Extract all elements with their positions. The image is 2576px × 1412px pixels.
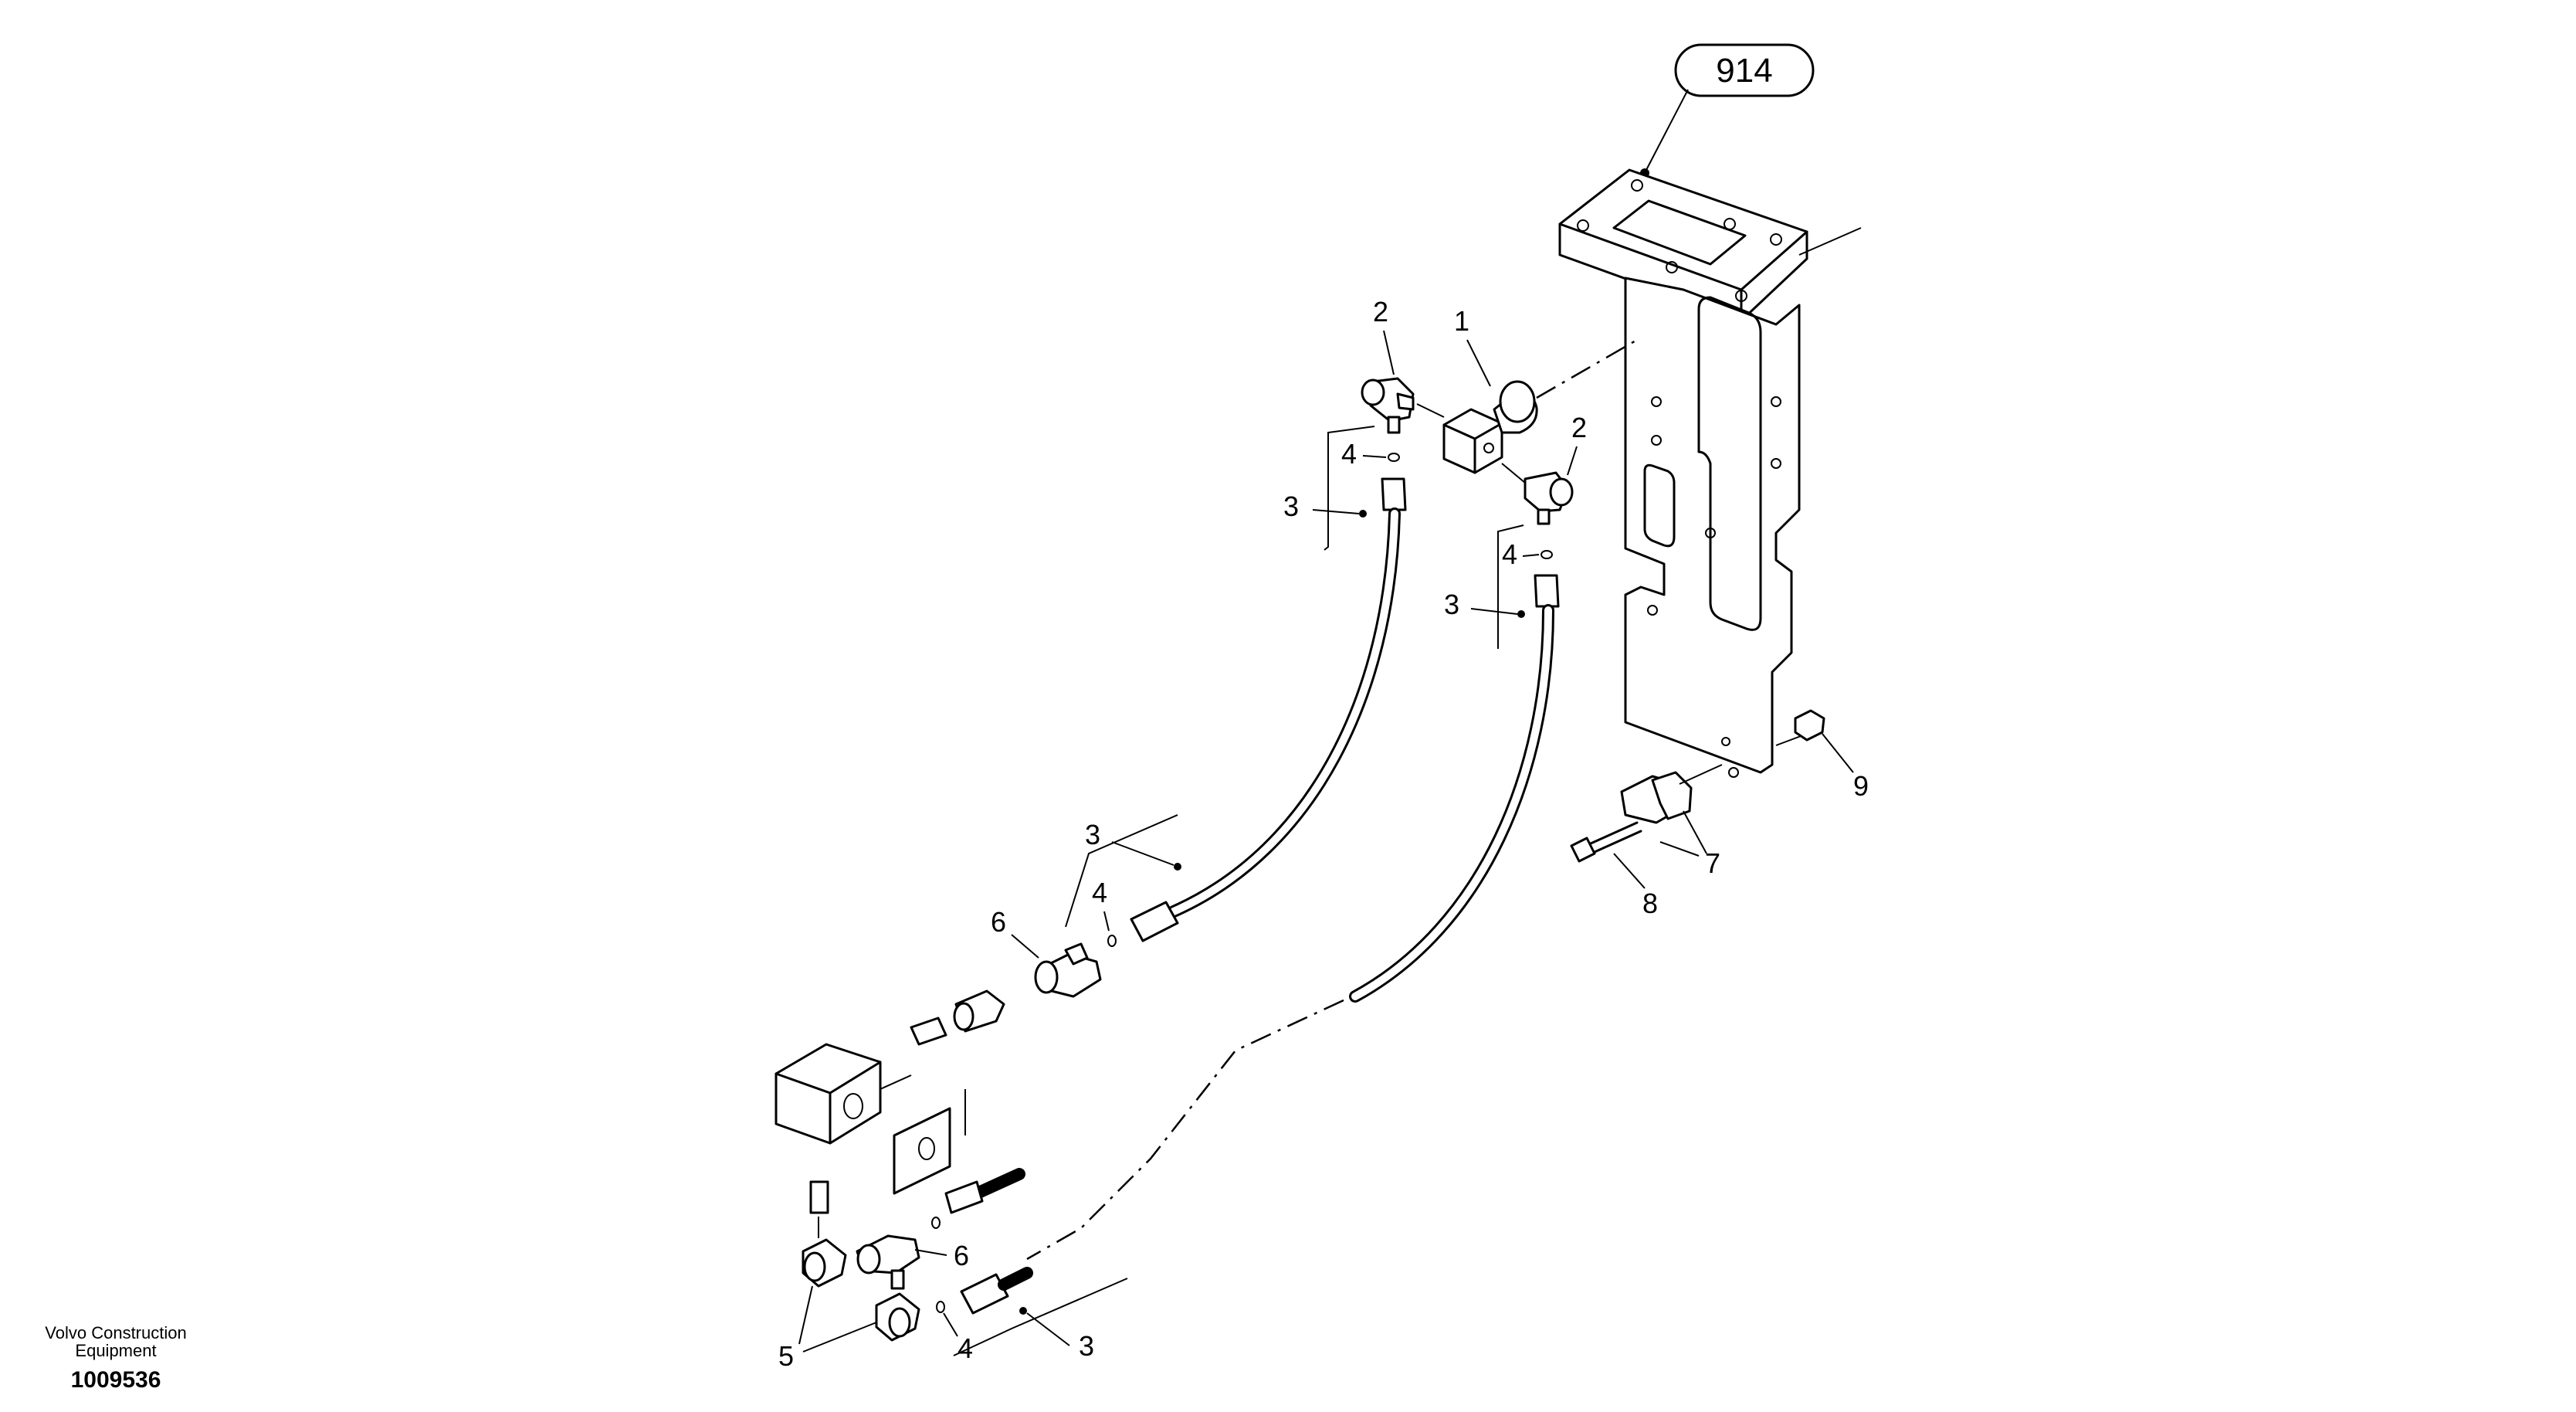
adapter-fittings <box>802 1180 920 1342</box>
callout-3-c: 3 <box>1085 819 1181 871</box>
hose-stub <box>944 1168 1025 1214</box>
callout-4-a: 4 <box>1341 438 1387 470</box>
hydraulic-hose-right <box>960 574 1560 1315</box>
callout-4-b: 4 <box>1502 538 1540 570</box>
callout-4-c-label: 4 <box>1092 877 1107 908</box>
company-name-line2: Equipment <box>75 1341 156 1360</box>
group-brackets <box>953 426 1524 1356</box>
tee-fitting-lower <box>856 1234 920 1290</box>
callout-3-b: 3 <box>1444 589 1525 620</box>
callout-3-b-label: 3 <box>1444 589 1459 620</box>
callout-4-c: 4 <box>1092 877 1110 932</box>
callout-7-label: 7 <box>1705 847 1720 879</box>
footer: Volvo Construction Equipment 1009536 <box>45 1323 186 1393</box>
mounting-plate-small <box>893 1089 966 1195</box>
callout-3-d: 3 <box>1019 1307 1094 1362</box>
callout-3-a-label: 3 <box>1283 490 1299 522</box>
callout-2-lower: 2 <box>1567 412 1587 476</box>
callout-8: 8 <box>1613 853 1658 919</box>
callout-4-a-label: 4 <box>1341 438 1357 470</box>
drawing-number: 1009536 <box>71 1367 161 1393</box>
callout-1: 1 <box>1454 305 1491 387</box>
callout-7: 7 <box>1659 810 1720 879</box>
callout-5-label: 5 <box>778 1340 794 1372</box>
nut <box>1794 709 1825 742</box>
reference-badge: 914 <box>1640 43 1815 178</box>
hydraulic-hose-left <box>1130 477 1407 942</box>
mounting-bracket <box>1558 168 1862 778</box>
callout-4-d: 4 <box>943 1312 973 1364</box>
bolt <box>1570 821 1642 863</box>
valve-assembly <box>1442 338 1638 474</box>
o-rings <box>931 453 1553 1313</box>
callout-4-b-label: 4 <box>1502 538 1517 570</box>
callout-9-label: 9 <box>1853 770 1869 802</box>
elbow-fitting-lower <box>1501 463 1574 525</box>
callout-9: 9 <box>1822 733 1869 802</box>
tee-fitting-upper <box>910 942 1102 1046</box>
callout-6-a-label: 6 <box>991 906 1006 938</box>
reference-badge-label: 914 <box>1716 52 1772 90</box>
callout-4-d-label: 4 <box>958 1332 973 1364</box>
callout-3-d-label: 3 <box>1079 1330 1094 1362</box>
callout-2-lower-label: 2 <box>1571 412 1587 443</box>
elbow-fitting-upper <box>1361 377 1445 434</box>
callout-5: 5 <box>778 1285 877 1372</box>
callout-6-a: 6 <box>991 906 1039 959</box>
callout-3-a: 3 <box>1283 490 1367 522</box>
company-name-line1: Volvo Construction <box>45 1323 186 1342</box>
callout-2-upper-label: 2 <box>1373 296 1388 328</box>
callout-6-b-label: 6 <box>954 1240 969 1271</box>
callout-1-label: 1 <box>1454 305 1469 337</box>
callout-6-b: 6 <box>914 1240 969 1271</box>
callout-3-c-label: 3 <box>1085 819 1100 850</box>
callout-8-label: 8 <box>1642 888 1658 919</box>
callout-2-upper: 2 <box>1373 296 1395 375</box>
manifold-block <box>774 1043 912 1145</box>
clamp-assembly <box>1620 764 1723 824</box>
